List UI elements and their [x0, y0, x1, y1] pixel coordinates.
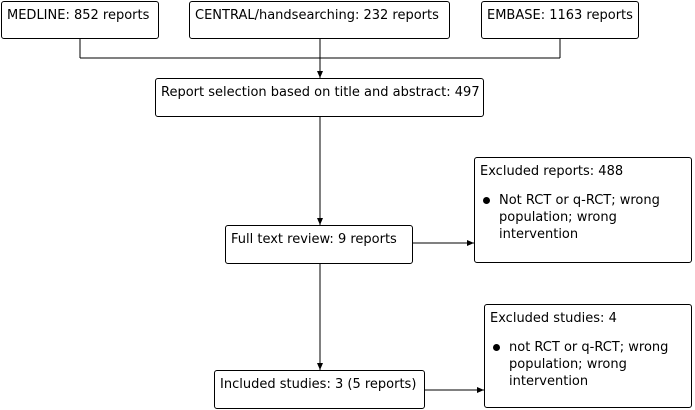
central-label: CENTRAL/handsearching: 232 reports — [195, 8, 439, 23]
included-box: Included studies: 3 (5 reports) — [214, 370, 425, 409]
selection-box: Report selection based on title and abst… — [155, 78, 484, 117]
bullet-icon — [483, 197, 490, 204]
selection-label: Report selection based on title and abst… — [161, 85, 480, 100]
excluded-studies-reasons: not RCT or q-RCT; wrong population; wron… — [493, 339, 679, 390]
excluded-reports-reason: Not RCT or q-RCT; wrong population; wron… — [499, 193, 660, 242]
medline-label: MEDLINE: 852 reports — [7, 8, 150, 23]
excluded-studies-reason-item: not RCT or q-RCT; wrong population; wron… — [493, 339, 679, 390]
excluded-studies-reason: not RCT or q-RCT; wrong population; wron… — [509, 340, 669, 389]
bullet-icon — [493, 344, 500, 351]
fulltext-box: Full text review: 9 reports — [225, 225, 413, 264]
excluded-reports-box: Excluded reports: 488 Not RCT or q-RCT; … — [474, 157, 692, 263]
embase-label: EMBASE: 1163 reports — [487, 8, 633, 23]
embase-box: EMBASE: 1163 reports — [481, 1, 639, 39]
excluded-reports-reason-item: Not RCT or q-RCT; wrong population; wron… — [483, 192, 681, 243]
fulltext-label: Full text review: 9 reports — [231, 232, 397, 247]
central-box: CENTRAL/handsearching: 232 reports — [189, 1, 450, 39]
excluded-reports-title: Excluded reports: 488 — [480, 164, 624, 179]
excluded-reports-reasons: Not RCT or q-RCT; wrong population; wron… — [483, 192, 681, 243]
excluded-studies-title: Excluded studies: 4 — [490, 311, 617, 326]
medline-box: MEDLINE: 852 reports — [1, 1, 159, 39]
excluded-studies-box: Excluded studies: 4 not RCT or q-RCT; wr… — [484, 304, 692, 408]
included-label: Included studies: 3 (5 reports) — [220, 377, 417, 392]
